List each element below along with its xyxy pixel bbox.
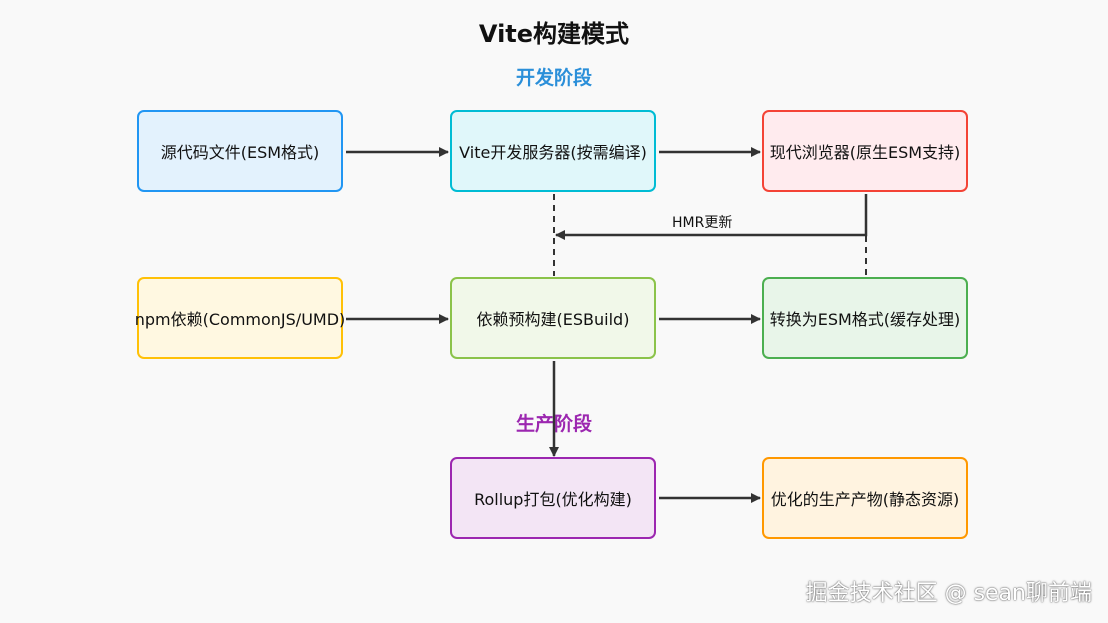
node-modern-browser: 现代浏览器(原生ESM支持) [762,110,968,192]
node-vite-dev-server-label: Vite开发服务器(按需编译) [459,143,647,162]
node-dep-prebundle-label: 依赖预构建(ESBuild) [476,310,630,329]
node-vite-dev-server: Vite开发服务器(按需编译) [450,110,656,192]
diagram-title: Vite构建模式 [478,20,630,48]
node-source-files-label: 源代码文件(ESM格式) [160,143,320,162]
node-npm-deps-label: npm依赖(CommonJS/UMD) [134,310,346,329]
node-npm-deps: npm依赖(CommonJS/UMD) [134,277,346,359]
node-dep-prebundle: 依赖预构建(ESBuild) [450,277,656,359]
node-production-output: 优化的生产产物(静态资源) [762,457,968,539]
edge-hmr-update [555,194,868,240]
node-convert-esm: 转换为ESM格式(缓存处理) [762,277,968,359]
node-source-files: 源代码文件(ESM格式) [137,110,343,192]
node-convert-esm-label: 转换为ESM格式(缓存处理) [769,310,961,329]
hmr-edge-label: HMR更新 [672,215,733,231]
node-modern-browser-label: 现代浏览器(原生ESM支持) [769,143,961,162]
watermark: 掘金技术社区 @ sean聊前端 [805,581,1092,606]
node-production-output-label: 优化的生产产物(静态资源) [770,490,960,509]
node-rollup-bundle-label: Rollup打包(优化构建) [474,490,632,509]
node-rollup-bundle: Rollup打包(优化构建) [450,457,656,539]
section-dev-label: 开发阶段 [515,67,592,89]
